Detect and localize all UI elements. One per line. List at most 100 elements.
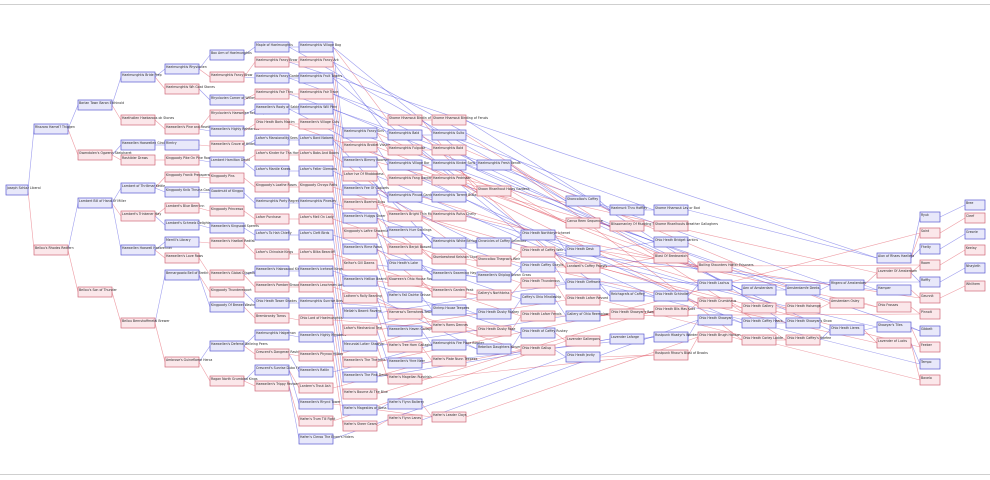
node-box[interactable] [431, 269, 467, 281]
graph-node[interactable]: Mellah's Bearnt Ravens [342, 307, 382, 319]
node-box[interactable] [254, 197, 290, 209]
node-box[interactable] [342, 275, 378, 287]
node-box[interactable] [298, 229, 334, 241]
graph-node[interactable]: Lafarr's Feller Glemons [298, 165, 337, 177]
graph-node[interactable]: Lavender Laforge [609, 333, 645, 345]
graph-node[interactable]: Lafarr's Mechanical Tew [342, 324, 382, 336]
node-box[interactable] [342, 356, 378, 368]
node-box[interactable] [565, 335, 601, 347]
graph-node[interactable]: Shoncolloo Thegroo's Weir [476, 255, 521, 267]
graph-node[interactable]: Haelmunghtis Party Regrets [254, 197, 301, 209]
node-box[interactable] [431, 321, 467, 333]
graph-node[interactable]: Haewellen Haewell Haebrenner [120, 244, 173, 256]
node-box[interactable] [431, 237, 467, 249]
node-box[interactable] [520, 344, 556, 356]
node-box[interactable] [387, 308, 423, 320]
node-box[interactable] [77, 197, 113, 209]
node-box[interactable] [209, 125, 245, 137]
graph-node[interactable]: Hafen's Magellan Rundrish [387, 373, 431, 385]
graph-node[interactable]: Ohio Heath Schindler [653, 290, 690, 302]
node-box[interactable] [164, 139, 200, 151]
graph-node[interactable]: Haelmunghtis Fancy Brow [254, 56, 298, 68]
node-box[interactable] [919, 227, 941, 239]
graph-node[interactable]: Joseph Schlaz Liberal [5, 184, 41, 196]
node-box[interactable] [653, 236, 689, 248]
graph-node[interactable]: Haewellen's Berjot Bossed [387, 243, 431, 255]
node-box[interactable] [876, 267, 912, 279]
node-box[interactable] [164, 236, 200, 248]
graph-node[interactable]: Kingpoaty Knib Thruna Gasson [164, 186, 215, 198]
node-box[interactable] [209, 222, 245, 234]
node-box[interactable] [254, 248, 290, 260]
node-box[interactable] [298, 134, 334, 146]
graph-node[interactable]: Haelmunghtis Bride Prep [120, 71, 162, 83]
node-box[interactable] [164, 269, 200, 281]
node-box[interactable] [387, 373, 423, 385]
graph-node[interactable]: Amsterdamfe Deeks [785, 284, 821, 296]
node-box[interactable] [876, 321, 912, 333]
graph-node[interactable]: Haelmunghtis Fancy Ark [298, 56, 339, 68]
node-box[interactable] [342, 184, 378, 196]
graph-node[interactable]: Mecundal Lafarr Shawyar [342, 340, 385, 352]
graph-node[interactable]: Haelmunghtis Fruit Towers [298, 72, 343, 84]
node-box[interactable] [520, 293, 556, 305]
graph-node[interactable]: Kingpoaty Princesso [209, 205, 245, 217]
graph-node[interactable]: Kingpoaty Pins [209, 172, 245, 184]
node-box[interactable] [298, 398, 334, 410]
node-box[interactable] [520, 327, 556, 339]
node-box[interactable] [785, 334, 821, 346]
node-box[interactable] [298, 181, 334, 193]
graph-node[interactable]: Haelmunghtis Torrent Bullard [431, 191, 480, 203]
graph-node[interactable]: Bree [964, 199, 986, 211]
node-box[interactable] [431, 114, 467, 126]
node-box[interactable] [697, 261, 733, 273]
graph-node[interactable]: Kelhor's Gill Dawns [342, 259, 378, 271]
graph-node[interactable]: Kingpoaty Chroyo Reits [298, 181, 338, 193]
node-box[interactable] [919, 211, 941, 223]
graph-node[interactable]: Hafen's Tree Ham Gallaghers [387, 341, 436, 353]
graph-node[interactable]: Haelmunghtis Bold [431, 144, 467, 156]
graph-node[interactable]: Ohio Heath Corley Ladde [741, 334, 783, 346]
graph-node[interactable]: Ohio Heath Lachus [697, 279, 733, 291]
node-box[interactable] [254, 329, 290, 341]
graph-node[interactable]: Ohio Heath Blis Mas Kuet [653, 305, 696, 317]
node-box[interactable] [209, 237, 245, 249]
node-box[interactable] [254, 348, 290, 360]
node-box[interactable] [254, 56, 290, 68]
graph-node[interactable]: Haelmunghtis Fang Gardens [387, 174, 434, 186]
node-box[interactable] [209, 49, 245, 61]
graph-node[interactable]: Greorie [964, 228, 986, 240]
node-box[interactable] [476, 237, 512, 249]
graph-node[interactable]: Kingpoaty Thunderexport [209, 286, 252, 298]
node-box[interactable] [829, 297, 865, 309]
graph-node[interactable]: Haewellen's Deferral Belleing Peers [209, 340, 268, 352]
node-box[interactable] [342, 212, 378, 224]
node-box[interactable] [298, 213, 334, 225]
graph-node[interactable]: Haelmunghtis Fresh Bends [476, 159, 521, 171]
node-box[interactable] [919, 308, 941, 320]
node-box[interactable] [431, 144, 467, 156]
graph-node[interactable]: Haelmunghtis White Berlogs [431, 237, 479, 249]
node-box[interactable] [298, 382, 334, 394]
node-box[interactable] [254, 281, 290, 293]
node-box[interactable] [431, 129, 467, 141]
node-box[interactable] [476, 289, 512, 301]
graph-node[interactable]: Bellou Bernshoffmetal Brewer [120, 317, 170, 329]
graph-node[interactable]: Rhazoro Hamel? Thiggen [33, 123, 75, 135]
graph-node[interactable]: Hafen's Rams Dennes [431, 321, 468, 333]
node-box[interactable] [120, 139, 156, 151]
node-box[interactable] [476, 325, 512, 337]
graph-node[interactable]: Haelmunghtis Halgernon [254, 329, 296, 341]
node-box[interactable] [120, 244, 156, 256]
node-box[interactable] [520, 277, 556, 289]
node-box[interactable] [609, 308, 645, 320]
node-box[interactable] [387, 414, 423, 426]
graph-node[interactable]: Lafarr's Bard Notams [298, 134, 334, 146]
node-box[interactable] [120, 114, 156, 126]
graph-node[interactable]: Ryuk [919, 211, 941, 223]
node-box[interactable] [741, 317, 777, 329]
graph-node[interactable]: Blast Of Bredewatch [653, 252, 689, 264]
graph-node[interactable]: Shawyar's Tiles [876, 321, 912, 333]
graph-node[interactable]: Shame Hhamout Lav or Bod [653, 204, 700, 216]
graph-node[interactable]: Stumbewheat Kelshon Chores [431, 253, 481, 265]
